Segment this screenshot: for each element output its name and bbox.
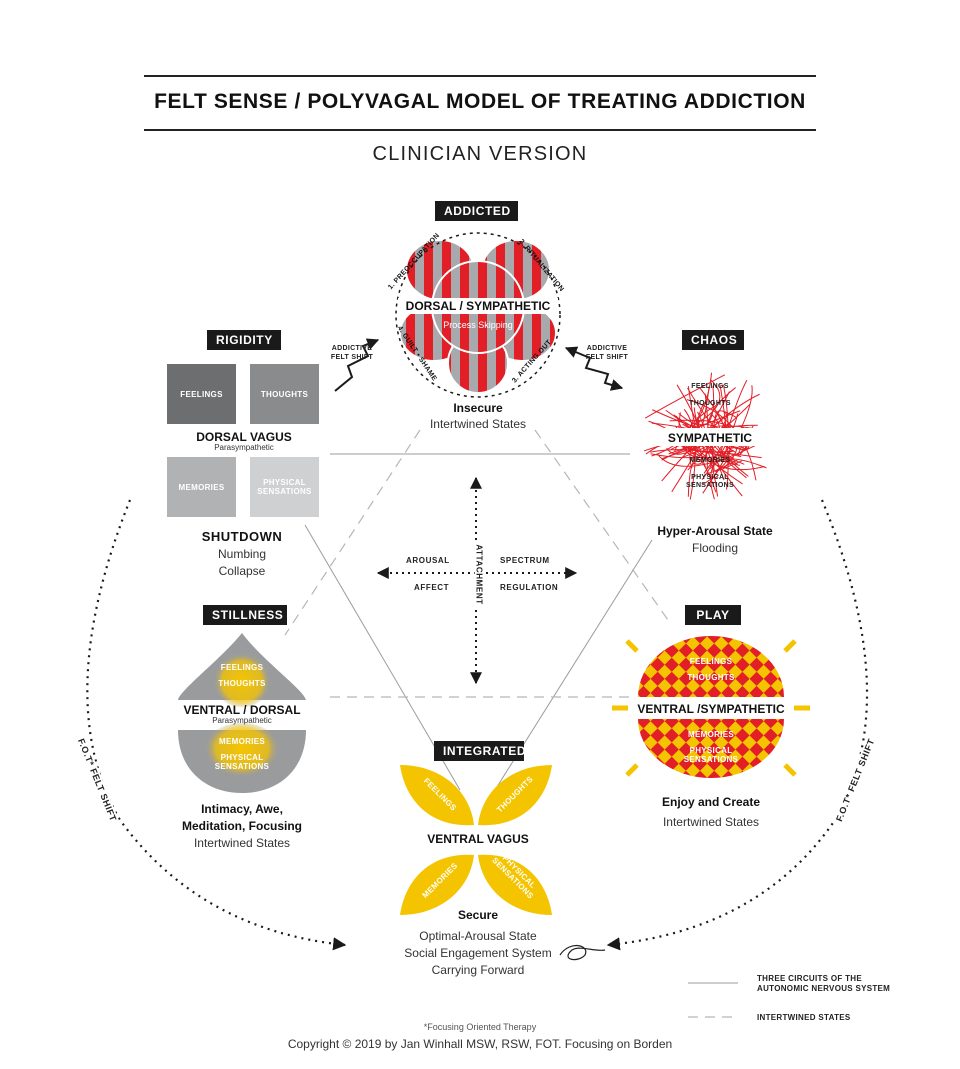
scribble-stroke: [644, 374, 726, 419]
copyright: Copyright © 2019 by Jan Winhall MSW, RSW…: [287, 1037, 673, 1051]
scribble-stroke: [728, 449, 742, 458]
rigidity-memories: MEMORIES: [167, 457, 236, 517]
signature-scribble: [559, 945, 606, 961]
play-state: Enjoy and Create: [661, 795, 761, 809]
stillness-state-line2: Meditation, Focusing: [182, 819, 302, 833]
rigidity-sub: Parasympathetic: [214, 443, 274, 452]
spectrum-affect: AFFECT: [414, 583, 450, 592]
three-circuits-lines: [304, 453, 653, 791]
stillness-note: Intertwined States: [193, 836, 291, 850]
play-sun: [612, 636, 810, 778]
addicted-name: DORSAL / SYMPATHETIC: [398, 298, 558, 314]
integrated-line1: Optimal-Arousal State: [419, 929, 537, 943]
play-thoughts: THOUGHTS: [687, 673, 735, 682]
shift-right-line2: FELT SHIFT: [585, 354, 629, 361]
stillness-physical-sensations: PHYSICAL SENSATIONS: [214, 753, 270, 771]
legend-solid-line2: AUTONOMIC NERVOUS SYSTEM: [757, 984, 891, 993]
rigidity-name: DORSAL VAGUS: [196, 430, 292, 444]
play-tag: PLAY: [685, 605, 741, 625]
zigzag-arrow-left: [334, 338, 380, 392]
stillness-drop: [178, 633, 306, 793]
scribble-stroke: [687, 385, 719, 479]
page-subtitle: CLINICIAN VERSION: [372, 143, 588, 165]
stillness-thoughts: THOUGHTS: [218, 679, 266, 688]
spectrum-attachment: ATTACHMENT: [474, 542, 484, 607]
legend-dashed-label: INTERTWINED STATES: [757, 1013, 851, 1022]
fot-right-arc: [606, 499, 869, 951]
addicted-note: Process Skipping: [443, 320, 513, 330]
rigidity-tag: RIGIDITY: [207, 330, 281, 350]
rigidity-line1: Numbing: [217, 547, 267, 561]
scribble-stroke: [686, 399, 757, 481]
play-memories: MEMORIES: [688, 730, 734, 739]
chaos-name: SYMPATHETIC: [667, 431, 753, 445]
integrated-line2: Social Engagement System: [404, 946, 552, 960]
rigidity-state: SHUTDOWN: [201, 529, 283, 544]
chaos-state: Hyper-Arousal State: [657, 524, 773, 538]
play-physical-sensations: PHYSICAL SENSATIONS: [683, 746, 739, 764]
rigidity-thoughts: THOUGHTS: [250, 364, 319, 424]
scribble-stroke: [710, 458, 767, 500]
addicted-sub: Intertwined States: [429, 417, 527, 431]
fot-left-arc: [86, 499, 347, 951]
spectrum-spectrum: SPECTRUM: [500, 556, 550, 565]
integrated-tag: INTEGRATED: [434, 741, 526, 761]
intertwined-lines: [284, 429, 669, 698]
stillness-feelings: FEELINGS: [220, 663, 264, 672]
chaos-thoughts: THOUGHTS: [689, 400, 731, 407]
spectrum-regulation: REGULATION: [500, 583, 559, 592]
page-title: FELT SENSE / POLYVAGAL MODEL OF TREATING…: [154, 90, 806, 113]
chaos-physical-sensations: PHYSICAL SENSATIONS: [686, 474, 734, 489]
legend-solid-line1: THREE CIRCUITS OF THE: [757, 974, 862, 983]
scribble-stroke: [666, 403, 751, 455]
shift-left-line2: FELT SHIFT: [330, 354, 374, 361]
stillness-tag: STILLNESS: [203, 605, 287, 625]
addicted-tag: ADDICTED: [435, 201, 518, 221]
integrated-line3: Carrying Forward: [431, 963, 525, 977]
scribble-stroke: [694, 450, 762, 459]
chaos-tag: CHAOS: [682, 330, 744, 350]
zigzag-arrow-right: [564, 346, 624, 391]
rigidity-physical-sensations: PHYSICAL SENSATIONS: [250, 457, 319, 517]
stillness-memories: MEMORIES: [219, 737, 265, 746]
top-rule: [144, 75, 816, 77]
chaos-feelings: FEELINGS: [691, 383, 729, 390]
chaos-memories: MEMORIES: [689, 457, 731, 464]
scribble-stroke: [701, 384, 729, 485]
scribble-stroke: [692, 393, 709, 465]
play-name: VENTRAL /SYMPATHETIC: [637, 702, 785, 716]
rigidity-feelings: FEELINGS: [167, 364, 236, 424]
shift-right-line1: ADDICTIVE: [586, 345, 628, 352]
scribble-stroke: [661, 393, 760, 482]
spectrum-arousal: AROUSAL: [406, 556, 450, 565]
stillness-name: VENTRAL / DORSAL: [183, 703, 301, 717]
footnote: *Focusing Oriented Therapy: [423, 1022, 537, 1032]
play-feelings: FEELINGS: [689, 657, 733, 666]
integrated-state: Secure: [457, 908, 499, 922]
addicted-state: Insecure: [453, 401, 503, 415]
integrated-name: VENTRAL VAGUS: [427, 832, 529, 846]
rigidity-line2: Collapse: [218, 564, 266, 578]
integrated-butterfly: [400, 765, 552, 915]
stillness-state-line1: Intimacy, Awe,: [201, 802, 283, 816]
chaos-scribble: [638, 367, 782, 507]
chaos-sub: Flooding: [691, 541, 739, 555]
scribble-stroke: [714, 459, 743, 472]
stillness-sub: Parasympathetic: [212, 716, 272, 725]
title-rule: [144, 129, 816, 131]
play-sub: Intertwined States: [662, 815, 760, 829]
shift-left-line1: ADDICTIVE: [331, 345, 373, 352]
